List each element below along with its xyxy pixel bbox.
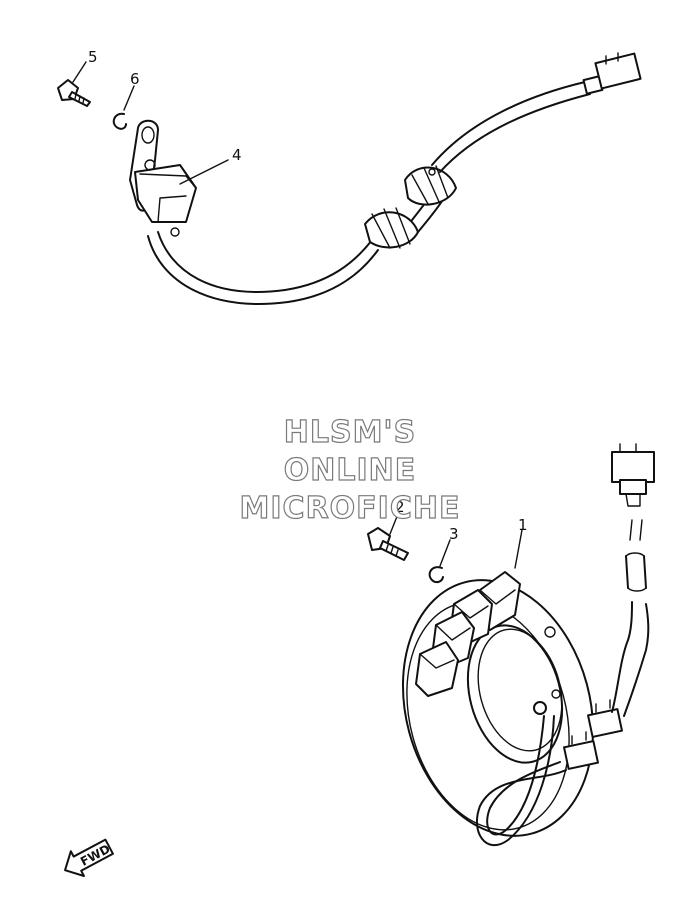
fwd-arrow-icon: FWD [64, 838, 114, 877]
watermark-line-3: MICROFICHE [240, 491, 461, 526]
pickup-coil-assembly [57, 52, 642, 305]
stator-connector [563, 699, 623, 770]
callout-1: 1 [518, 516, 528, 534]
connector-top [582, 52, 642, 95]
watermark-line-2: ONLINE [284, 453, 417, 488]
stator-poles [415, 571, 521, 697]
clip-3 [428, 566, 444, 584]
callout-2: 2 [395, 498, 405, 516]
screw-2 [367, 527, 409, 561]
callout-5: 5 [88, 48, 98, 66]
watermark: HLSM'S ONLINE MICROFICHE [239, 414, 461, 526]
callout-4: 4 [232, 146, 242, 164]
watermark-line-1: HLSM'S [284, 415, 416, 450]
bolt-5 [57, 79, 91, 107]
connector-bottom [611, 443, 655, 507]
callout-6: 6 [130, 70, 140, 88]
grommet-1 [364, 207, 419, 249]
pickup-coil [129, 119, 197, 237]
stator-assembly [367, 443, 655, 847]
callout-3: 3 [449, 525, 459, 543]
grommet-2 [404, 165, 457, 206]
clip-6 [112, 112, 127, 130]
